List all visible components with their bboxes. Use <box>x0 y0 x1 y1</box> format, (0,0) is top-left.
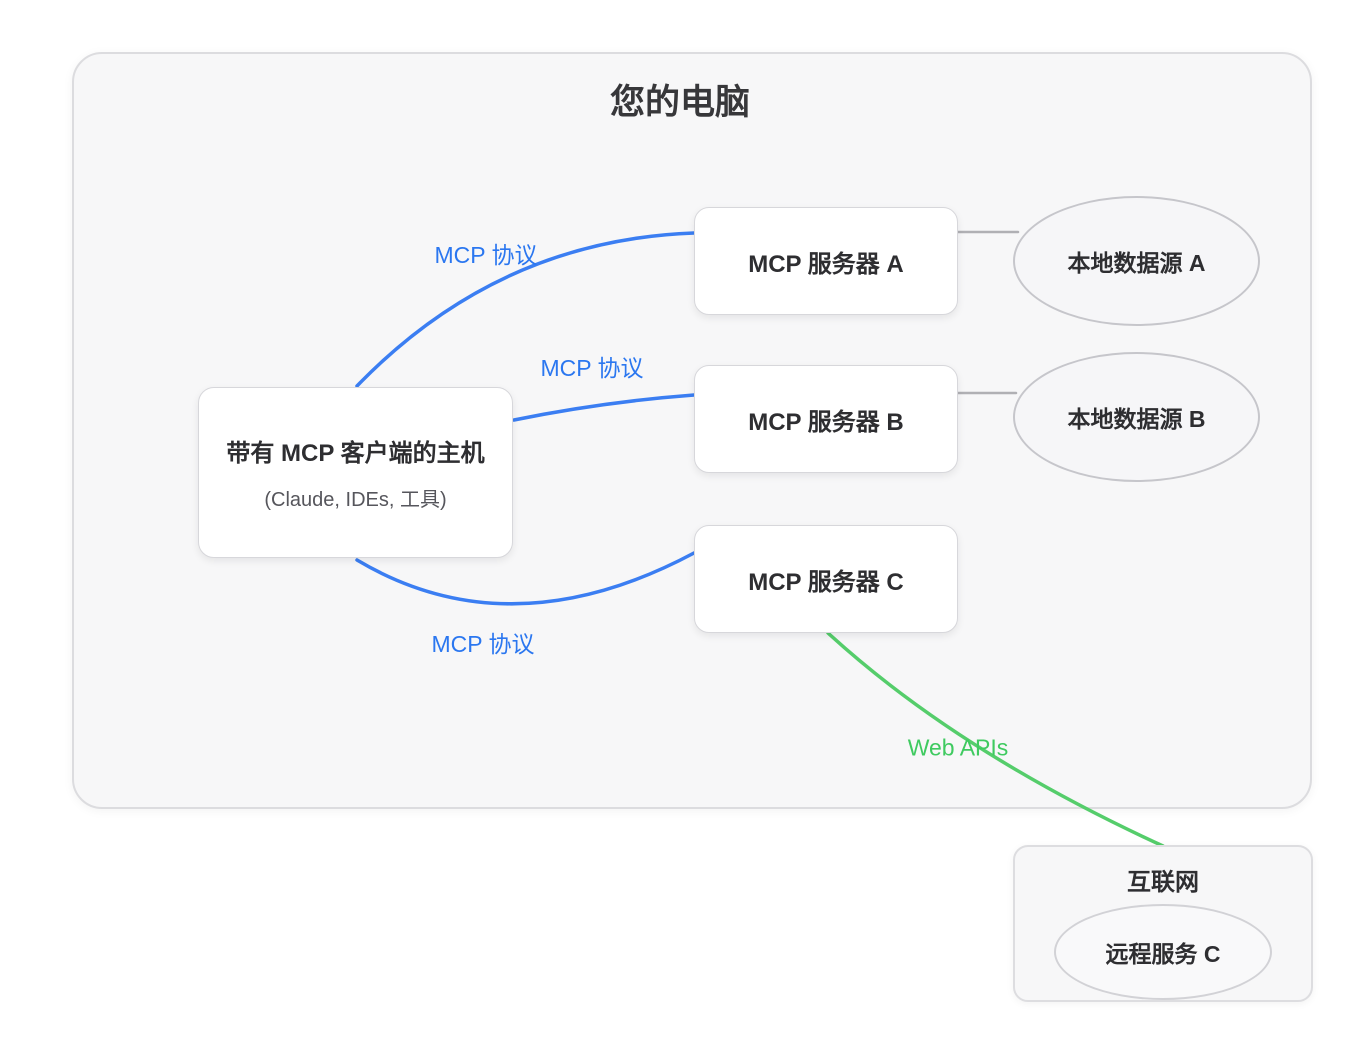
host-subtitle: (Claude, IDEs, 工具) <box>264 489 447 511</box>
internet-container: 互联网 远程服务 C <box>1013 845 1313 1002</box>
mcp-protocol-label-1: MCP 协议 <box>434 242 538 268</box>
mcp-protocol-label-2: MCP 协议 <box>540 355 644 381</box>
server-b-label: MCP 服务器 B <box>748 408 904 436</box>
server-c-label: MCP 服务器 C <box>748 568 904 596</box>
local-data-source-a-node: 本地数据源 A <box>1013 196 1260 326</box>
server-c-node: MCP 服务器 C <box>694 525 958 633</box>
remote-service-c-node: 远程服务 C <box>1054 904 1272 1000</box>
server-a-label: MCP 服务器 A <box>748 250 904 278</box>
your-computer-title: 您的电脑 <box>609 83 750 122</box>
host-title: 带有 MCP 客户端的主机 <box>226 440 485 467</box>
server-a-node: MCP 服务器 A <box>694 207 958 315</box>
web-apis-label: Web APIs <box>907 734 1009 761</box>
local-data-source-b-node: 本地数据源 B <box>1013 352 1260 482</box>
remote-service-c-label: 远程服务 C <box>1105 941 1221 967</box>
local-data-source-b-label: 本地数据源 B <box>1067 406 1206 432</box>
mcp-protocol-label-3: MCP 协议 <box>431 631 535 657</box>
internet-title: 互联网 <box>1127 869 1199 896</box>
local-data-source-a-label: 本地数据源 A <box>1067 250 1206 276</box>
host-node: 带有 MCP 客户端的主机 (Claude, IDEs, 工具) <box>198 387 513 558</box>
server-b-node: MCP 服务器 B <box>694 365 958 473</box>
